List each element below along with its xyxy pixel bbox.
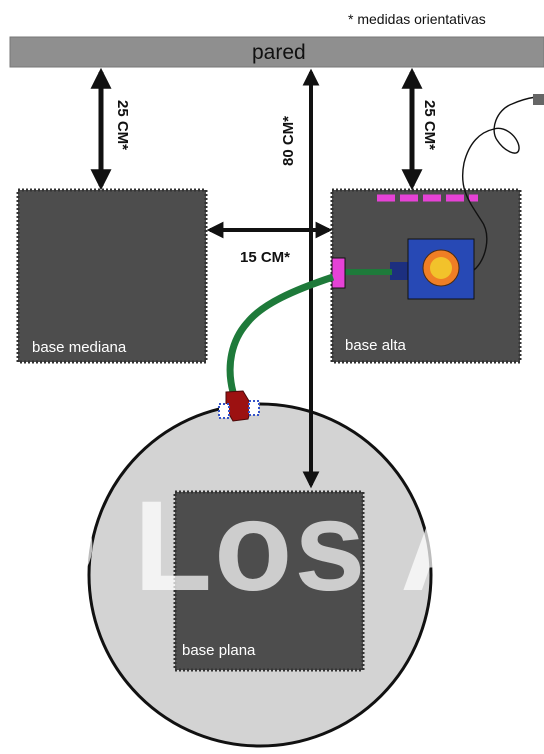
- valve-clip-right: [248, 400, 260, 416]
- pump-connector: [331, 257, 346, 289]
- right-wall-distance-label: 25 CM*: [421, 100, 438, 150]
- base-mediana: [16, 188, 208, 364]
- watermark: © Los Al: [0, 475, 532, 618]
- base-plana: [173, 490, 365, 672]
- base-alta-label: base alta: [345, 337, 407, 354]
- plug-icon: [533, 94, 544, 105]
- pump-cable: [461, 96, 537, 271]
- between-bases-label: 15 CM*: [240, 249, 290, 266]
- pump-outlet-core: [430, 257, 452, 279]
- orientative-note: * medidas orientativas: [348, 11, 486, 27]
- left-wall-distance-label: 25 CM*: [114, 100, 131, 150]
- base-mediana-label: base mediana: [32, 339, 127, 356]
- wall-label: pared: [252, 41, 306, 64]
- return-hose: [226, 273, 335, 393]
- wall-bar: [9, 36, 544, 68]
- center-wall-distance-label: 80 CM*: [280, 116, 297, 166]
- valve-clip-left: [218, 403, 230, 419]
- base-plana-label: base plana: [182, 642, 256, 659]
- pump-outlet-nozzle: [390, 262, 410, 280]
